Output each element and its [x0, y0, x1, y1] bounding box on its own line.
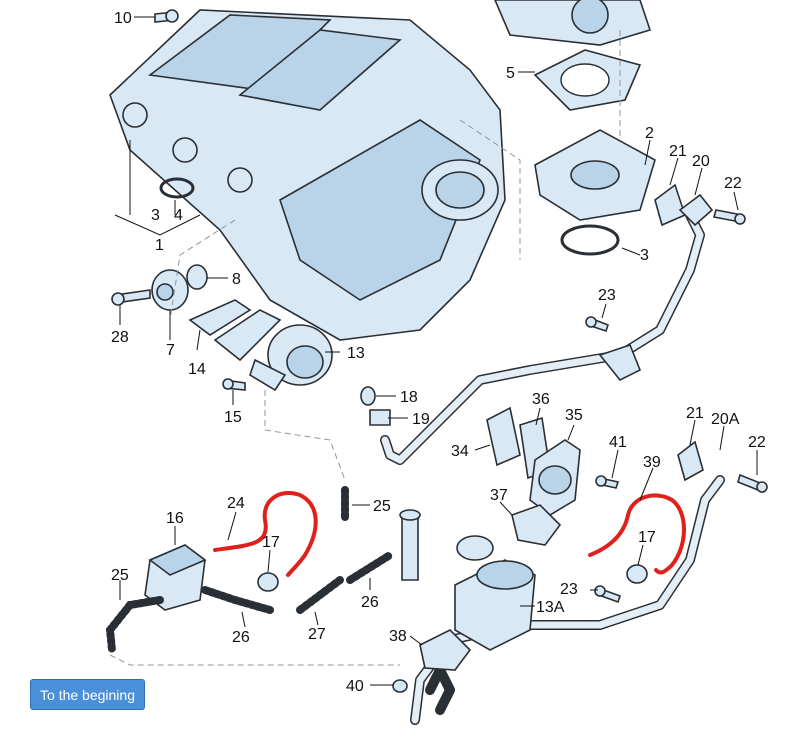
- callout-40: 40: [346, 678, 364, 695]
- bolt-22-top: [712, 209, 746, 225]
- gasket-38: [419, 629, 472, 671]
- callout-22: 22: [724, 175, 742, 192]
- gasket-34: [486, 406, 521, 467]
- nut-40: [392, 679, 408, 693]
- callout-8: 8: [232, 271, 241, 288]
- callout-16: 16: [166, 510, 184, 527]
- intake-manifold: [109, 9, 506, 341]
- sensor-connector: [399, 509, 421, 581]
- leader-lines: [114, 16, 758, 686]
- seal-ring-3: [560, 224, 620, 256]
- bolt-22-bottom: [737, 473, 768, 494]
- callout-2: 2: [645, 125, 654, 142]
- bolt-23-top: [585, 316, 609, 333]
- callout-27: 27: [308, 626, 326, 643]
- gasket-5: [533, 49, 642, 111]
- seal-8: [186, 264, 208, 290]
- callout-1: 1: [155, 237, 164, 254]
- callout-34: 34: [451, 443, 469, 460]
- hose-26-right: [346, 551, 394, 584]
- routing-line-d: [264, 390, 346, 481]
- check-valve-17-left: [257, 572, 279, 592]
- bolt-15: [222, 378, 246, 391]
- callout-22-bottom: 22: [748, 434, 766, 451]
- seal-ring-4: [159, 177, 195, 199]
- callout-21: 21: [669, 143, 687, 160]
- egr-valve-13: [213, 309, 333, 392]
- gasket-21-bottom: [677, 440, 704, 482]
- back-to-beginning-button[interactable]: To the begining: [30, 679, 145, 710]
- throttle-body-top: [494, 0, 652, 46]
- callout-3-left: 3: [151, 207, 160, 224]
- egr-pipe-upper: [380, 210, 705, 465]
- callout-labels: 10 5 2 21 20 22 3 4 1 3 8 28 7 14 13 23 …: [111, 10, 766, 695]
- callout-17-left: 17: [262, 534, 280, 551]
- fitting-18: [360, 386, 376, 406]
- bolt-23-bottom: [594, 585, 622, 604]
- hose-25-left: [105, 596, 164, 654]
- callout-28: 28: [111, 329, 129, 346]
- callout-4: 4: [174, 207, 183, 224]
- gasket-37: [511, 504, 562, 546]
- gasket-14: [188, 299, 252, 336]
- gasket-21-top: [654, 183, 686, 227]
- flange-20: [678, 193, 714, 227]
- bolt-10: [154, 9, 179, 23]
- callout-5: 5: [506, 65, 515, 82]
- callout-13: 13: [347, 345, 365, 362]
- routing-line-a: [459, 119, 521, 260]
- callout-18: 18: [400, 389, 418, 406]
- routing-line-e: [109, 654, 400, 666]
- bolt-41: [595, 475, 620, 489]
- callout-39: 39: [643, 454, 661, 471]
- callout-23-top: 23: [598, 287, 616, 304]
- callout-19: 19: [412, 411, 430, 428]
- temperature-sender-7: [151, 269, 189, 311]
- callout-3-right: 3: [640, 247, 649, 264]
- callout-41: 41: [609, 434, 627, 451]
- egr-valve-13a: [454, 535, 536, 651]
- callout-20: 20: [692, 153, 710, 170]
- bolt-28: [111, 289, 151, 306]
- callout-14: 14: [188, 361, 206, 378]
- callout-17-right: 17: [638, 529, 656, 546]
- check-valve-17-right: [626, 564, 648, 584]
- callout-10: 10: [114, 10, 132, 27]
- hose-27: [296, 576, 344, 614]
- callout-35: 35: [565, 407, 583, 424]
- solenoid-valve-16: [144, 544, 207, 611]
- callout-38: 38: [389, 628, 407, 645]
- callout-36: 36: [532, 391, 550, 408]
- callout-7: 7: [166, 342, 175, 359]
- callout-23-bottom: 23: [560, 581, 578, 598]
- callout-15: 15: [224, 409, 242, 426]
- callout-24: 24: [227, 495, 245, 512]
- hose-39-highlighted: [588, 493, 686, 575]
- callout-21-bottom: 21: [686, 405, 704, 422]
- callout-26-right: 26: [361, 594, 379, 611]
- egr-cooler-35: [529, 439, 581, 516]
- callout-20a: 20A: [711, 411, 740, 428]
- callout-25-right: 25: [373, 498, 391, 515]
- callout-13a: 13A: [536, 599, 565, 616]
- hose-26-left: [201, 586, 274, 614]
- callout-26-left: 26: [232, 629, 250, 646]
- fitting-19: [369, 409, 391, 426]
- hose-24-highlighted: [213, 491, 318, 577]
- callout-37: 37: [490, 487, 508, 504]
- flange-2: [534, 129, 656, 221]
- callout-25-left: 25: [111, 567, 129, 584]
